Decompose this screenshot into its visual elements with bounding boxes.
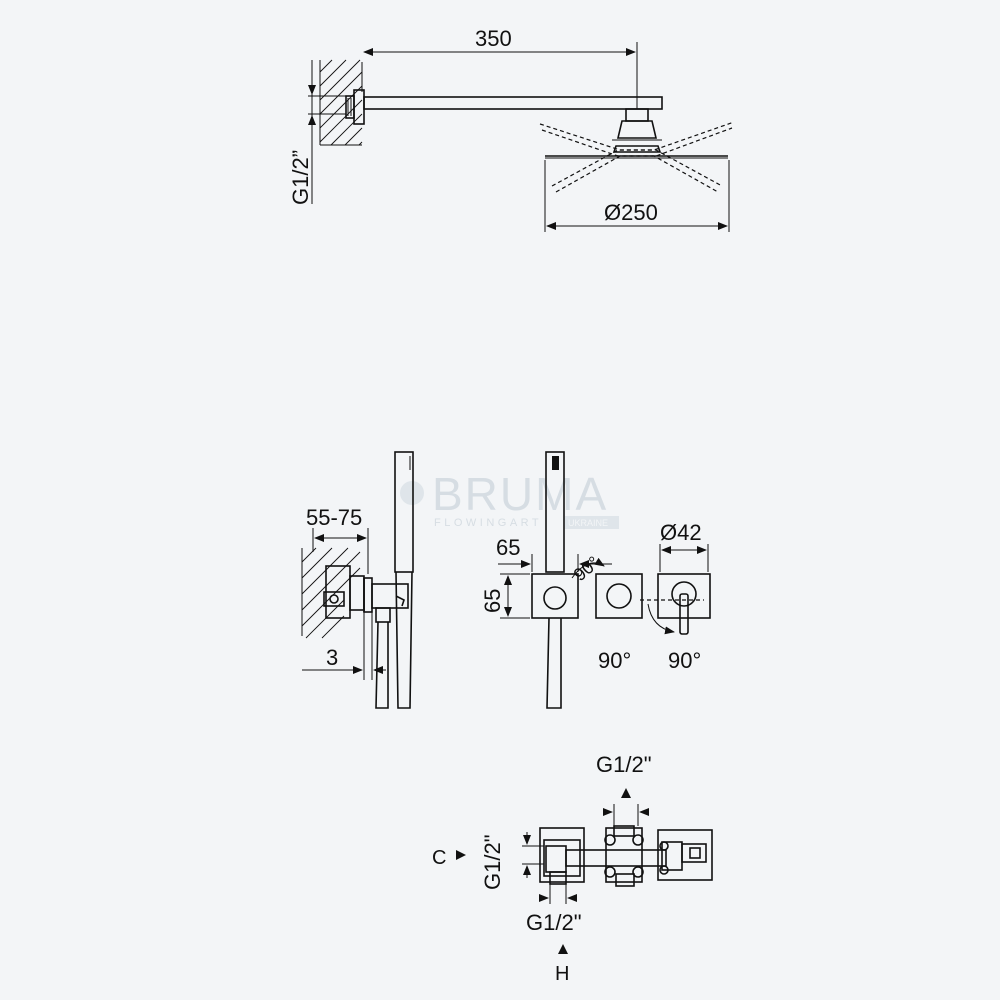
mixer-side-section: 55-75 3 [301,451,414,709]
plate-height-label: 65 [480,589,505,613]
rotation-right-label: 90° [668,648,701,673]
watermark: BRUMA FLOWINGART UKRAINE [400,468,619,529]
shower-arm [363,96,663,110]
left-connection-label: G1/2" [480,834,505,890]
wall-hatching [319,59,363,146]
bottom-connection-label: G1/2" [526,910,582,935]
wall-depth-label: 55-75 [306,505,362,530]
arm-length-label: 350 [475,26,512,51]
shower-head [539,121,735,193]
plate-width-label: 65 [496,535,520,560]
watermark-brand: BRUMA [432,468,608,520]
watermark-tagline: FLOWINGART [434,517,542,529]
watermark-region-badge [565,516,619,529]
rotation-small-label: 90° [570,552,604,585]
wall-connection-label: G1/2” [288,150,313,205]
hot-inlet-label: H [555,963,569,985]
top-connection-label: G1/2" [596,752,652,777]
watermark-region: UKRAINE [568,518,608,528]
shower-arm-side-view: 350 G1/2” Ø250 [288,26,735,232]
valve-body-top-view: G1/2" G1/2" C [432,752,713,985]
rotation-left-label: 90° [598,648,631,673]
head-diameter-label: Ø250 [604,200,658,225]
handle-diameter-label: Ø42 [660,520,702,545]
cold-inlet-label: C [432,847,446,869]
watermark-logo-icon [400,481,424,505]
offset-label: 3 [326,645,338,670]
